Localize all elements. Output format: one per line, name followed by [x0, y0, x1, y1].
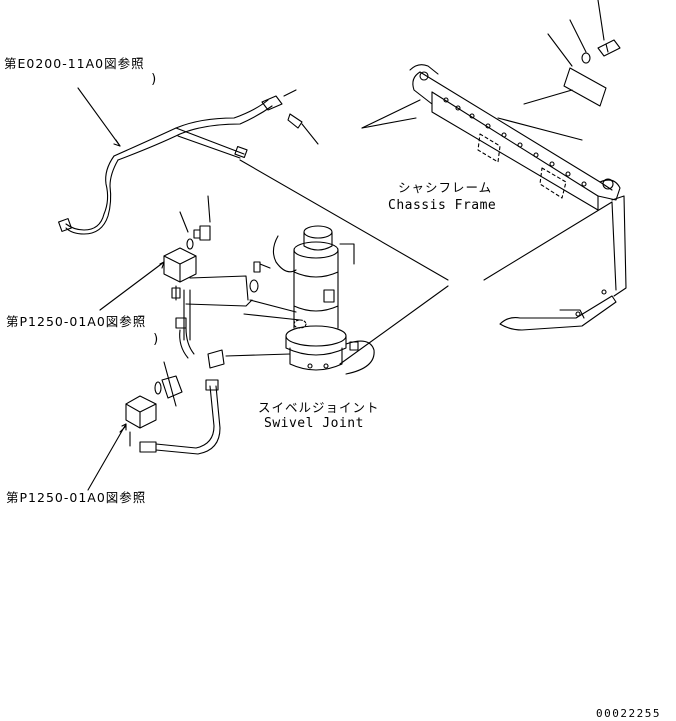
left-fittings	[87, 195, 301, 491]
reference-p1250-upper-label: 第P1250-01A0図参照	[6, 314, 147, 329]
rail-holes	[443, 97, 587, 187]
leader-lines	[239, 117, 449, 365]
reference-p1250-upper-paren: )	[152, 332, 161, 347]
reference-p1250-lower-label: 第P1250-01A0図参照	[6, 490, 147, 505]
chassis-frame	[361, 0, 627, 331]
swivel-joint-label-jp: スイベルジョイント	[258, 400, 380, 415]
chassis-frame-label-en: Chassis Frame	[388, 198, 497, 213]
bolt-washer	[547, 0, 621, 67]
swivel-joint-label-en: Swivel Joint	[264, 416, 364, 431]
swivel-joint	[253, 225, 375, 375]
reference-e0200-paren: )	[150, 72, 159, 87]
chassis-frame-label-jp: シャシフレーム	[398, 180, 493, 195]
reference-e0200-label: 第E0200-11A0図参照	[4, 56, 145, 71]
drawing-number: 00022255	[596, 707, 661, 720]
wire-harness	[58, 87, 319, 235]
